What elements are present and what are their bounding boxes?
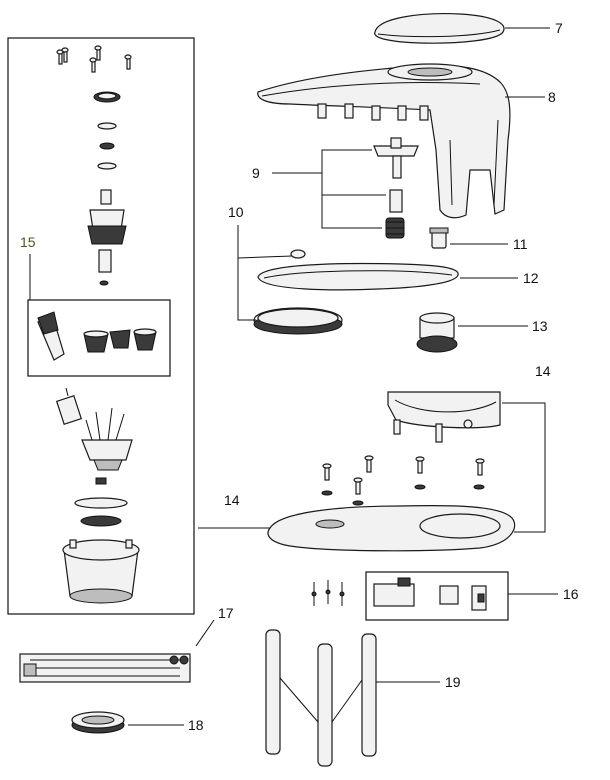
callout-13: 13 xyxy=(532,318,548,334)
part-14-base-housing xyxy=(387,391,546,533)
bracket-10 xyxy=(237,225,256,321)
part-11-coupler xyxy=(429,227,508,249)
callout-18: 18 xyxy=(188,717,204,733)
part-15-gears xyxy=(37,311,157,361)
part-13-motor-gear xyxy=(416,312,528,353)
part-8-upper-housing xyxy=(257,63,545,219)
left-panel-blade-assembly xyxy=(55,387,133,485)
left-panel-gasket-and-jar xyxy=(62,497,140,604)
part-18-ring xyxy=(71,711,184,734)
part-15-box xyxy=(27,299,171,377)
callout-14a: 14 xyxy=(224,492,240,508)
callout-15: 15 xyxy=(20,234,36,250)
part-17-wiring-harness xyxy=(19,619,215,683)
part-16-switch-parts xyxy=(373,577,558,611)
callout-16: 16 xyxy=(563,586,579,602)
callout-10: 10 xyxy=(228,204,244,220)
leader-17 xyxy=(195,619,215,647)
part-10-pulley xyxy=(237,225,343,335)
left-assembly-box xyxy=(7,37,195,615)
left-panel-seals xyxy=(93,91,121,170)
callout-8: 8 xyxy=(548,89,556,105)
callout-14b: 14 xyxy=(535,363,551,379)
wire-pins xyxy=(311,580,345,606)
part-16-box xyxy=(365,571,509,621)
part-14-base-plate xyxy=(198,505,516,552)
bracket-14-right xyxy=(502,402,546,533)
callout-9: 9 xyxy=(252,165,260,181)
bracket-9 xyxy=(321,149,382,229)
base-screws xyxy=(321,455,485,506)
part-9-shaft-assembly xyxy=(272,137,419,239)
callout-11: 11 xyxy=(513,236,528,252)
left-panel-screws xyxy=(56,45,132,73)
callout-19: 19 xyxy=(445,674,461,690)
left-panel-gear-shaft xyxy=(87,189,127,286)
part-12-drive-belt xyxy=(257,262,518,291)
part-7-lid-cap xyxy=(374,13,550,44)
callout-12: 12 xyxy=(523,270,539,286)
part-19-legs xyxy=(265,629,440,767)
callout-17: 17 xyxy=(218,605,234,621)
callout-7: 7 xyxy=(555,20,563,36)
